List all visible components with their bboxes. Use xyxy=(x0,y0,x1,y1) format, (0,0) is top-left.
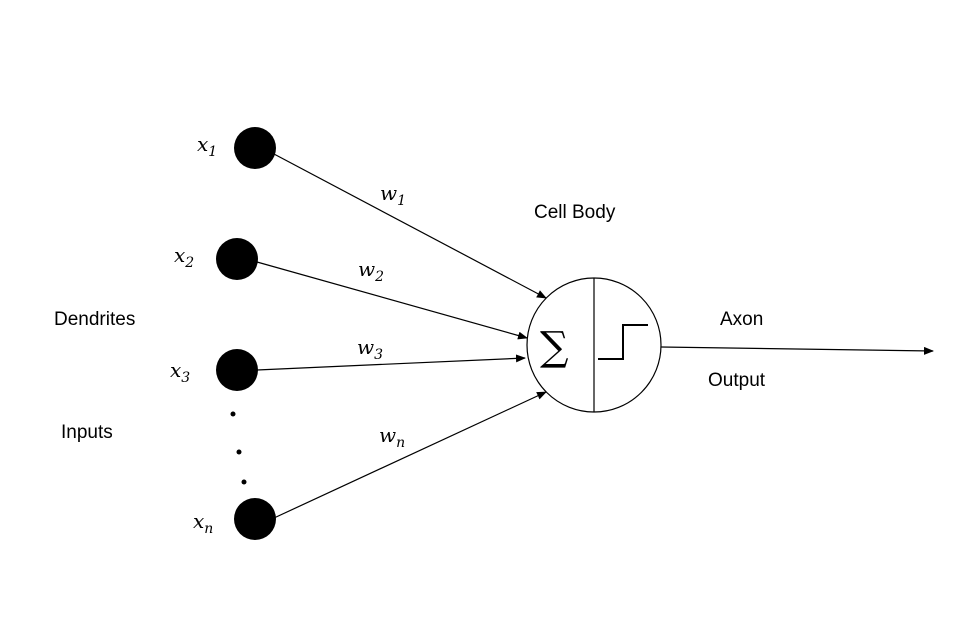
axon-line xyxy=(660,346,934,355)
ellipsis-dot xyxy=(241,479,247,485)
dendrites-label: Dendrites xyxy=(54,309,135,330)
step-function-icon xyxy=(598,324,648,360)
input-label-xn: xn xyxy=(193,509,213,537)
input-node-x1 xyxy=(234,127,276,169)
input-node-x3 xyxy=(216,349,258,391)
connection-x1 xyxy=(273,153,547,299)
weight-label-w2: w2 xyxy=(358,257,384,285)
output-label: Output xyxy=(708,370,766,391)
weight-label-wn: wn xyxy=(379,423,405,451)
input-node-x2 xyxy=(216,238,258,280)
input-label-x1: x1 xyxy=(197,132,217,160)
input-label-x3: x3 xyxy=(170,358,190,386)
ellipsis-dot xyxy=(236,449,242,455)
cell-body-label: Cell Body xyxy=(534,202,616,223)
input-node-xn xyxy=(234,498,276,540)
connection-xn xyxy=(273,391,547,519)
axon-label: Axon xyxy=(720,309,763,330)
connection-x3 xyxy=(256,354,526,371)
input-label-x2: x2 xyxy=(174,243,194,271)
weight-label-w3: w3 xyxy=(357,335,383,363)
ellipsis-dot xyxy=(230,411,236,417)
summation-symbol: ∑ xyxy=(540,324,569,370)
inputs-label: Inputs xyxy=(61,422,113,443)
connection-x2 xyxy=(256,261,528,340)
weight-label-w1: w1 xyxy=(380,181,406,209)
